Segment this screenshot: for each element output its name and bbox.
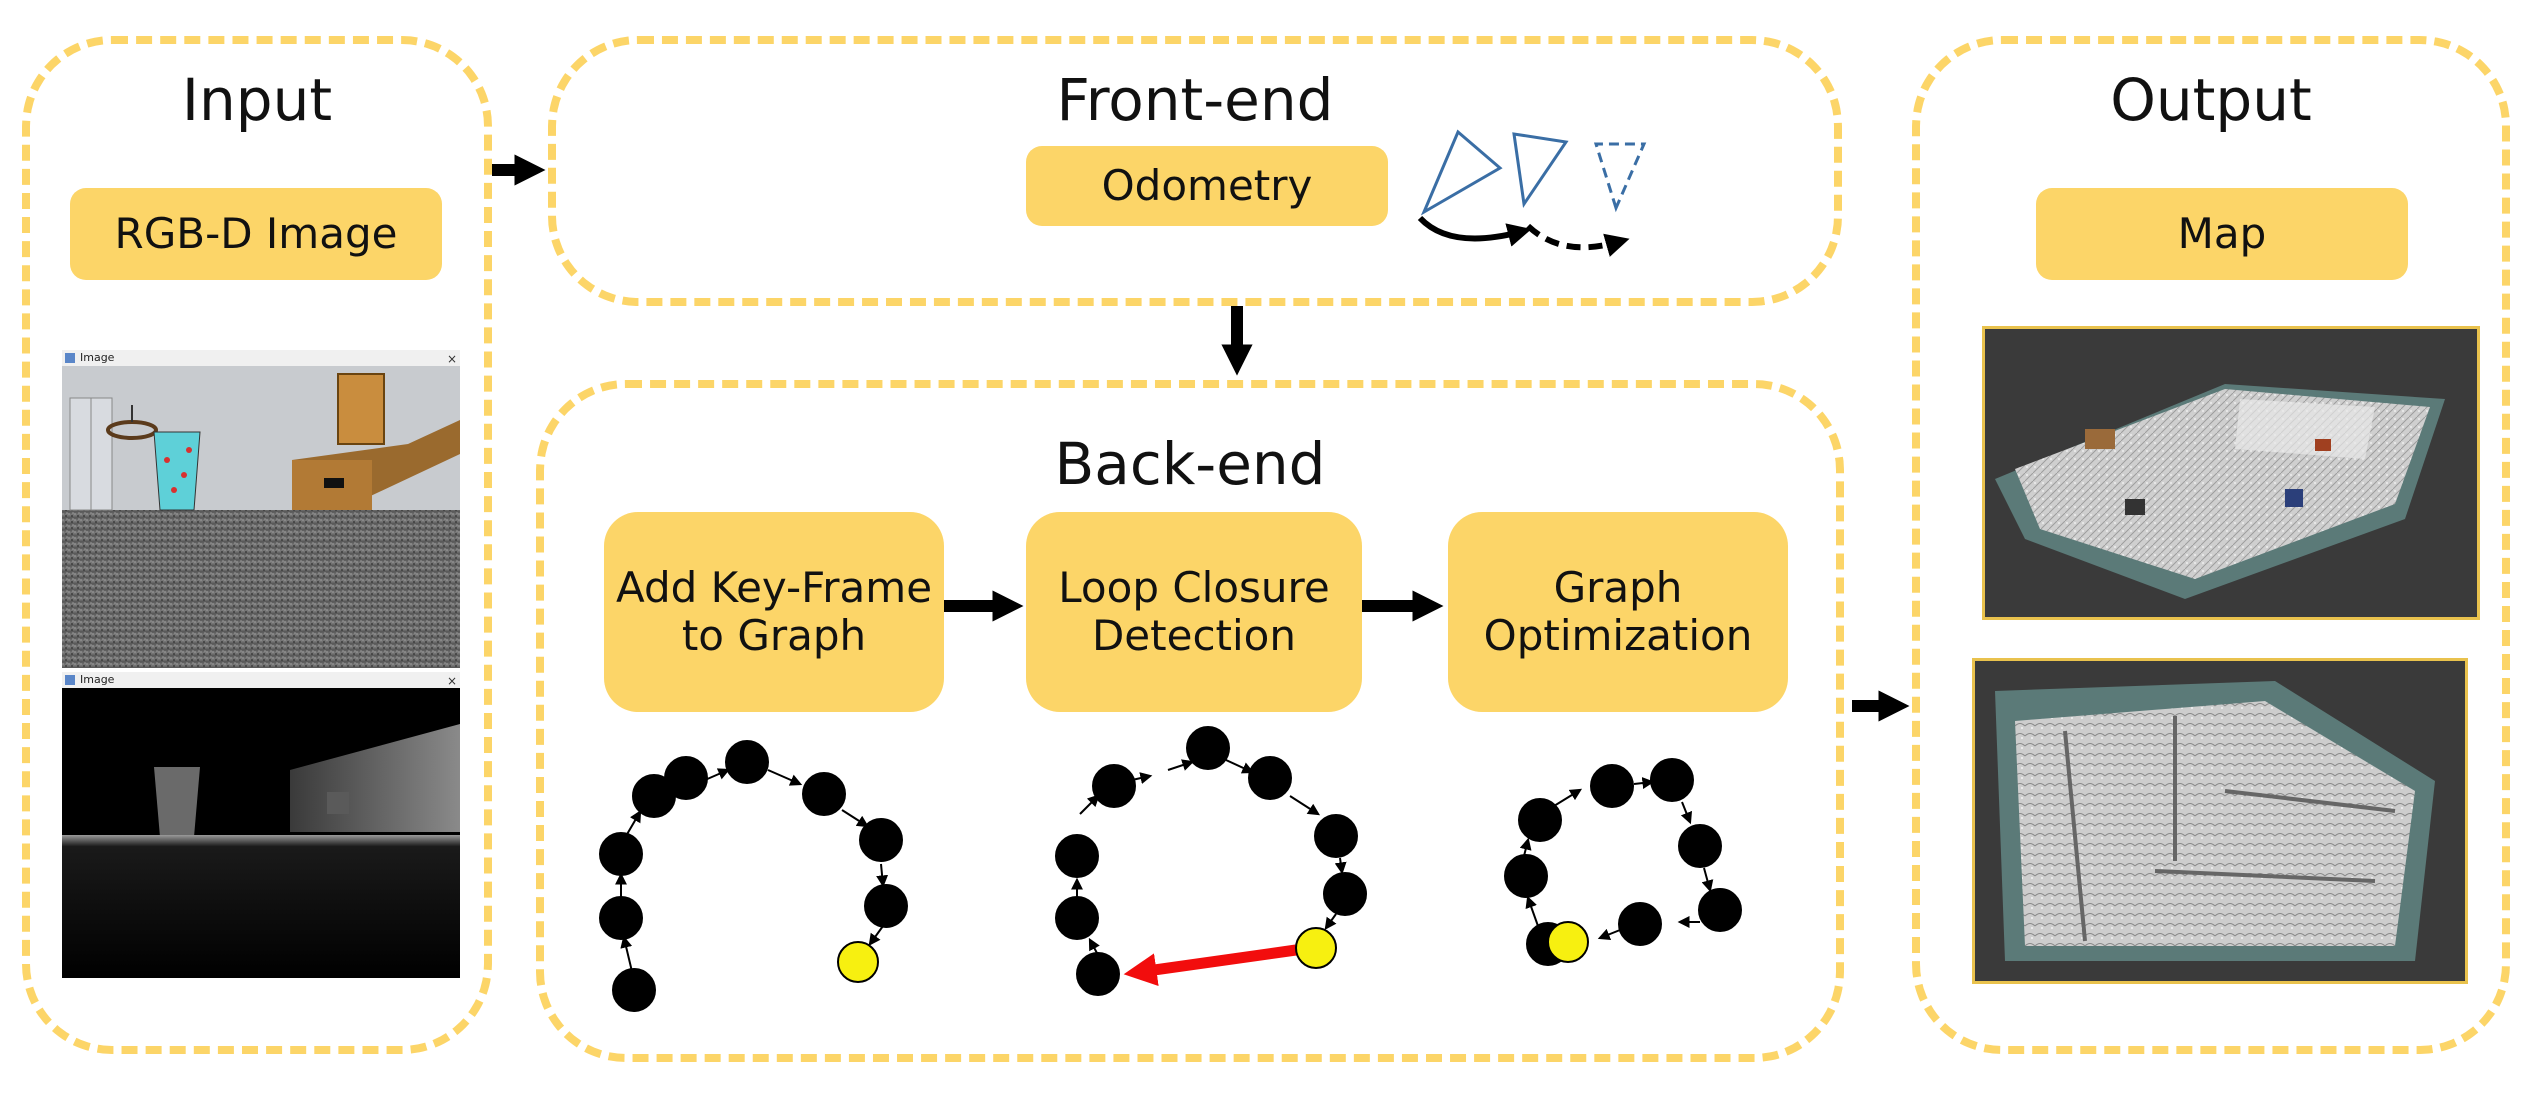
depth-image-window: Image × [62,672,460,978]
optimized-graph-nodes [1504,758,1742,966]
map-3d-view-1 [1995,384,2445,599]
graph-node [1650,758,1694,802]
graph-node [664,756,708,800]
loop-closure-graph-nodes [1055,726,1367,996]
depth-image-render [62,672,460,978]
graph-node [1092,764,1136,808]
graph-node [1076,952,1120,996]
add-keyframe-step: Add Key-Frame to Graph [604,512,944,712]
new-keyframe-node [837,941,879,983]
graph-optimization-line2: Optimization [1483,611,1753,660]
graph-node [1618,902,1662,946]
loop-closure-edge [1123,944,1297,987]
frontend-title: Front-end [1056,66,1334,134]
output-panel: Output [1912,36,2510,1054]
graph-optimization-line1: Graph [1553,562,1683,612]
input-title: Input [181,66,333,134]
map-3d-view-2 [1995,681,2435,961]
window-app-icon [65,353,75,363]
rgb-window-title: Image [80,351,115,364]
graph-node [1678,824,1722,868]
graph-node [802,772,846,816]
graph-node [725,740,769,784]
output-title: Output [2110,66,2312,134]
keyframe-graph-nodes [599,740,908,1012]
rgb-image-window: Image × [62,350,460,668]
map-render-bottom [1972,658,2468,984]
map-label: Map [2036,188,2408,280]
window-app-icon [65,675,75,685]
graph-node [1314,814,1358,858]
graph-node [1055,834,1099,878]
rgb-window-titlebar: Image × [62,350,460,366]
odometry-label: Odometry [1026,146,1388,226]
rgb-image-render [62,350,460,668]
frontend-panel: Front-end [548,36,1842,306]
graph-optimization-step: Graph Optimization [1448,512,1788,712]
depth-window-titlebar: Image × [62,672,460,688]
map-render-top [1982,326,2480,620]
graph-node [1055,896,1099,940]
loop-closure-step: Loop Closure Detection [1026,512,1362,712]
input-panel: Input [22,36,492,1054]
depth-window-title: Image [80,673,115,686]
loop-candidate-node [1295,927,1337,969]
odometry-motion-arrow-1 [1417,215,1532,247]
add-keyframe-line2: to Graph [681,611,867,660]
optimized-pose-graph [1519,777,1714,945]
graph-node [1248,756,1292,800]
graph-node [864,884,908,928]
close-icon[interactable]: × [446,674,457,688]
graph-node [1518,798,1562,842]
camera-frustum-2 [1512,132,1569,209]
camera-frustum-3 [1593,142,1647,213]
odometry-camera-frustums [1420,129,1647,216]
optimized-node [1547,921,1589,963]
loop-closure-line1: Loop Closure [1058,562,1330,612]
graph-node [599,832,643,876]
backend-title: Back-end [1054,430,1326,498]
close-icon[interactable]: × [446,352,457,366]
graph-node [859,818,903,862]
graph-node [1698,888,1742,932]
loop-closure-pose-graph [1071,759,1347,956]
rgbd-image-label: RGB-D Image [70,188,442,280]
camera-frustum-1 [1420,129,1503,216]
backend-panel: Back-end [536,380,1844,1062]
graph-node [599,896,643,940]
add-keyframe-line1: Add Key-Frame [615,562,933,612]
graph-node [1323,872,1367,916]
graph-node [612,968,656,1012]
odometry-motion-arrow-2 [1525,223,1630,257]
loop-closure-line2: Detection [1091,611,1297,660]
graph-node [1504,854,1548,898]
graph-node [1590,764,1634,808]
graph-node [1186,726,1230,770]
